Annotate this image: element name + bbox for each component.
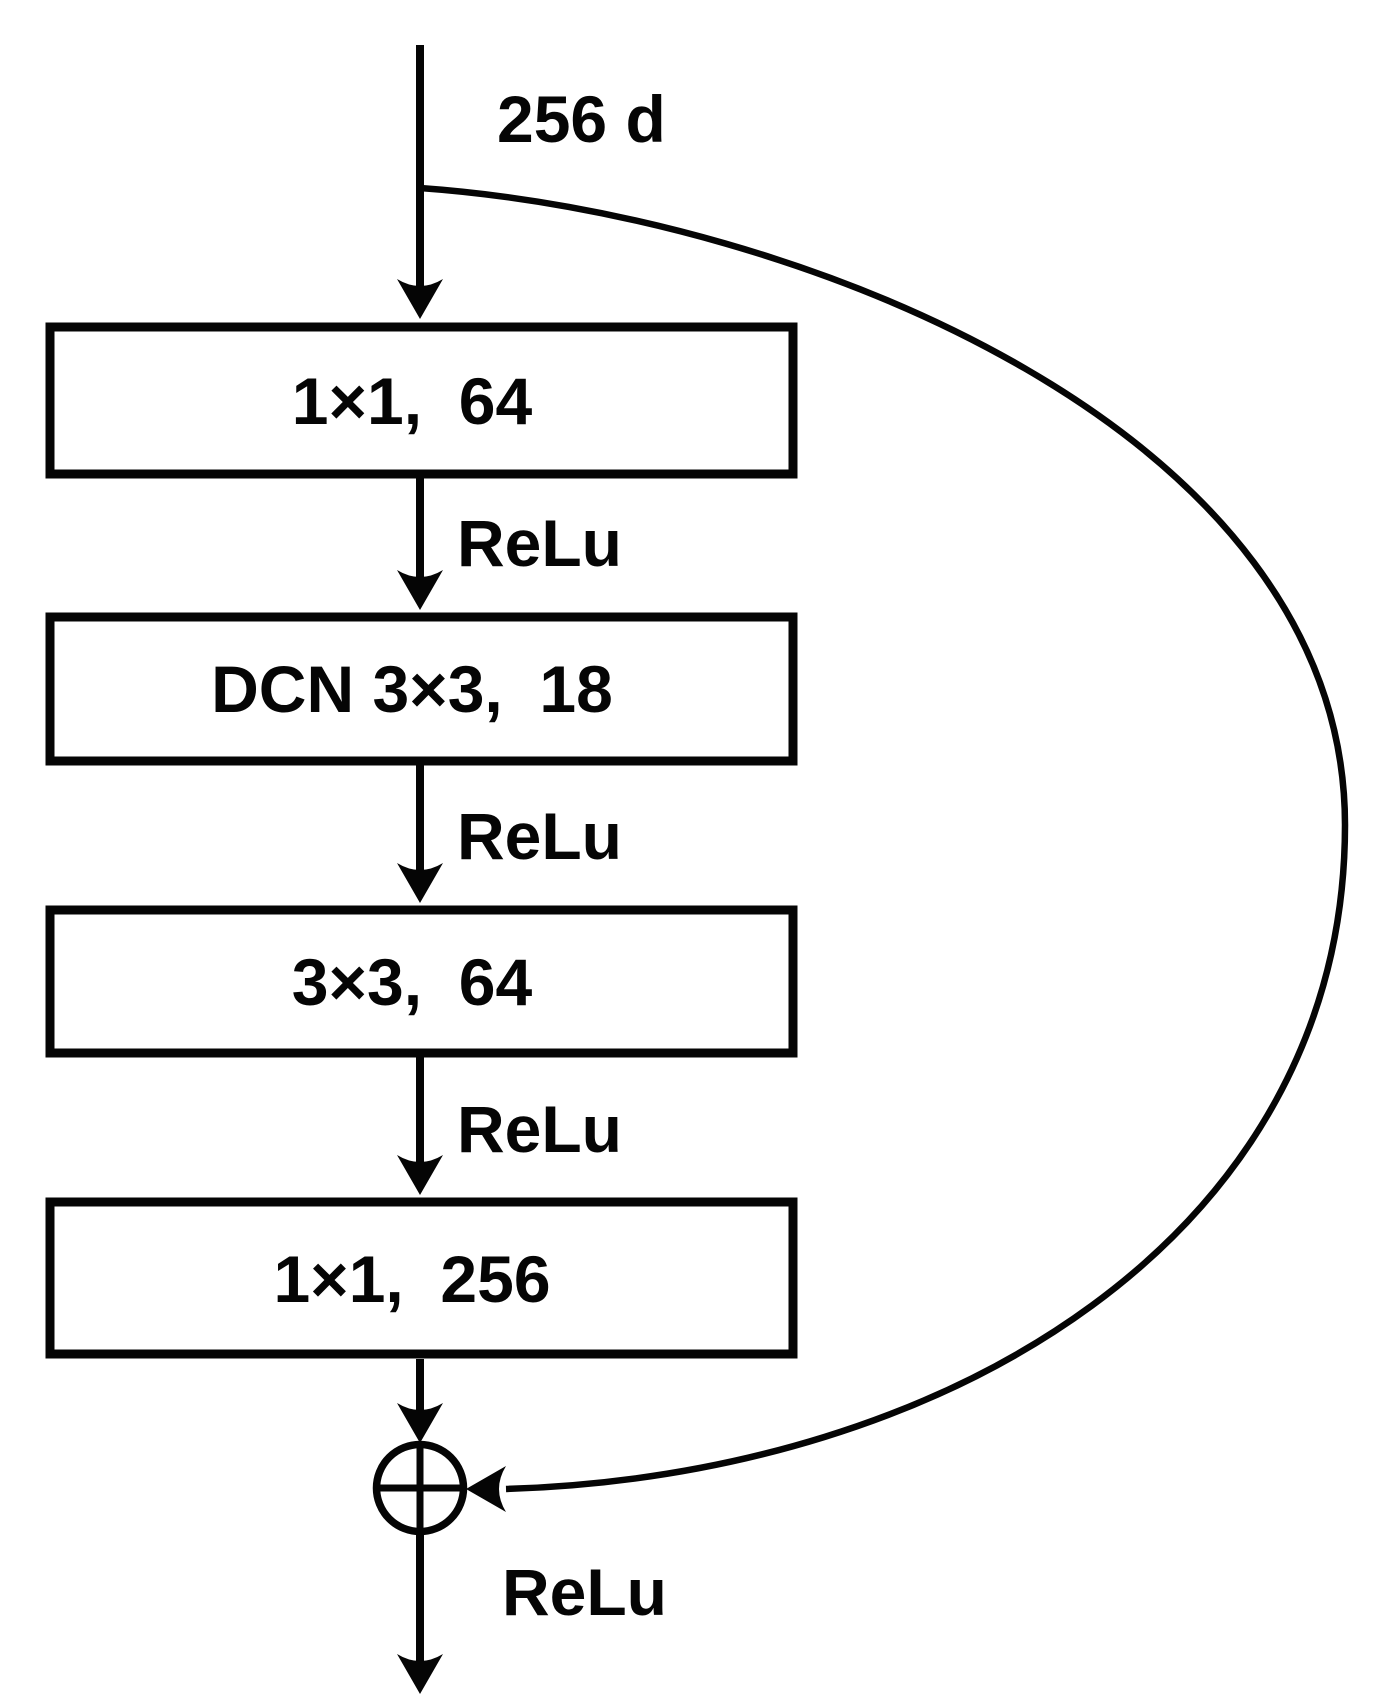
output-arrowhead-icon <box>397 1654 443 1694</box>
relu4-label: ReLu <box>502 1555 667 1629</box>
relu2-arrowhead-icon <box>397 863 443 903</box>
dcn3x3-18-label: DCN 3×3, 18 <box>211 652 613 726</box>
relu1-arrowhead-icon <box>397 570 443 610</box>
relu1-label: ReLu <box>457 506 622 580</box>
relu3-label: ReLu <box>457 1092 622 1166</box>
input-arrowhead-icon <box>397 279 443 319</box>
relu2-label: ReLu <box>457 799 622 873</box>
relu3-arrowhead-icon <box>397 1155 443 1195</box>
conv1x1-64-label: 1×1, 64 <box>292 364 533 438</box>
pre-add-arrowhead-icon <box>397 1403 443 1443</box>
skip-connection-curve <box>419 184 1349 1493</box>
input-dimension-label: 256 d <box>497 82 666 156</box>
skip-arrowhead-icon <box>466 1466 506 1512</box>
conv1x1-256-box <box>45 1197 798 1359</box>
dcn3x3-18-box <box>45 612 798 766</box>
conv1x1-64-box <box>45 322 798 479</box>
conv3x3-64-label: 3×3, 64 <box>292 945 533 1019</box>
conv3x3-64-box <box>45 905 798 1058</box>
conv1x1-256-label: 1×1, 256 <box>273 1242 550 1316</box>
